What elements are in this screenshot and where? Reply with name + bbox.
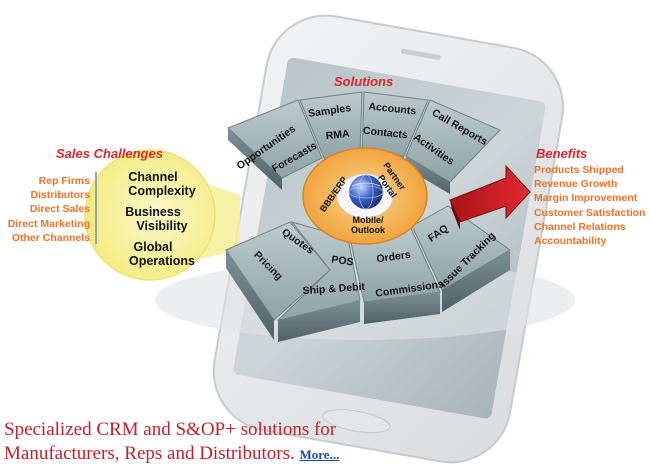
segment-opportunities[interactable] <box>227 99 323 179</box>
more-link[interactable]: More... <box>299 447 340 462</box>
channel-list: Rep Firms Distributors Direct Sales Dire… <box>8 174 90 245</box>
benefit-item: Customer Satisfaction <box>534 206 646 219</box>
challenge-global-operations: Global Operations <box>129 240 195 268</box>
label-pos: POS <box>331 254 355 269</box>
benefit-item: Channel Relations <box>534 220 626 233</box>
label-accounts: Accounts <box>368 101 417 118</box>
challenge-channel-complexity: Channel Complexity <box>128 170 196 198</box>
footer-line-1: Specialized CRM and S&OP+ solutions for <box>4 419 337 440</box>
benefit-item: Accountability <box>534 235 607 248</box>
label-ship-debit: Ship & Debit <box>302 281 366 297</box>
footer-line-2: Manufacturers, Reps and Distributors. Mo… <box>4 443 340 464</box>
sales-challenges-title: Sales Challenges <box>56 146 163 161</box>
benefit-item: Revenue Growth <box>534 178 618 191</box>
label-contacts: Contacts <box>362 125 408 142</box>
label-orders: Orders <box>376 249 412 266</box>
benefits-list: Products Shipped Revenue Growth Margin I… <box>534 163 645 248</box>
challenge-business-visibility: Business Visibility <box>125 205 188 233</box>
solutions-title: Solutions <box>334 74 394 89</box>
label-rma: RMA <box>325 128 350 142</box>
channel-item: Other Channels <box>11 231 90 244</box>
challenges-ellipse <box>84 149 216 281</box>
channel-item: Distributors <box>30 189 90 202</box>
bottom-segments <box>225 205 511 342</box>
channel-item: Direct Marketing <box>7 217 90 230</box>
arrow-icon <box>449 164 531 230</box>
footer-tagline: Specialized CRM and S&OP+ solutions for … <box>4 418 339 467</box>
globe-icon <box>348 174 384 210</box>
benefit-item: Products Shipped <box>534 164 624 176</box>
channel-item: Direct Sales <box>29 203 90 216</box>
label-outlook: Outlook <box>351 225 386 235</box>
channel-item: Rep Firms <box>38 175 90 187</box>
benefit-item: Margin Improvement <box>534 192 638 205</box>
label-mobile: Mobile/ <box>353 215 384 225</box>
label-samples: Samples <box>307 102 352 120</box>
benefits-title: Benefits <box>536 146 588 161</box>
